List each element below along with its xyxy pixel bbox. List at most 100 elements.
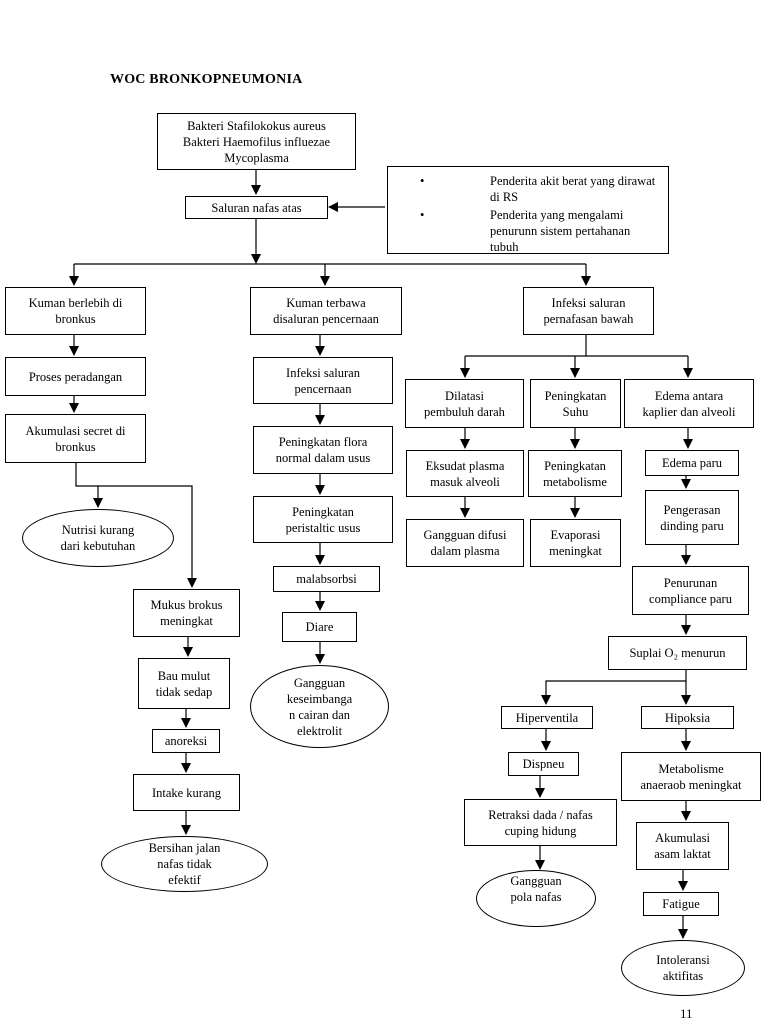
node-label: metabolisme: [543, 474, 607, 489]
node-label: Kuman berlebih di: [28, 296, 123, 310]
node-label: pembuluh darah: [424, 404, 505, 419]
node-akumulasi-laktat: Akumulasi asam laktat: [636, 822, 729, 870]
node-label: Retraksi dada / nafas: [488, 807, 593, 822]
risk-factor-text: Penderita yang mengalami penurunn sistem…: [490, 208, 631, 254]
node-label: Proses peradangan: [28, 369, 123, 384]
node-label: normal dalam usus: [275, 451, 371, 465]
node-label: pernafasan bawah: [543, 312, 634, 326]
node-penurunan-compliance: Penurunan compliance paru: [632, 566, 749, 615]
node-label: malabsorbsi: [296, 572, 357, 586]
node-infeksi-pencernaan: Infeksi saluran pencernaan: [253, 357, 393, 404]
node-anoreksi: anoreksi: [152, 729, 220, 753]
node-label: masuk alveoli: [430, 474, 500, 489]
node-dilatasi-pembuluh: Dilatasi pembuluh darah: [405, 379, 524, 428]
node-label: Gangguan difusi: [423, 528, 507, 542]
node-label: Mukus brokus: [150, 598, 223, 612]
node-label: Akumulasi: [655, 831, 710, 845]
document-title: WOC BRONKOPNEUMONIA: [110, 72, 303, 87]
node-label: bronkus: [55, 439, 96, 454]
node-label: Diare: [305, 620, 334, 634]
node-fatigue: Fatigue: [643, 892, 719, 916]
node-peningkatan-suhu: Peningkatan Suhu: [530, 379, 621, 428]
node-gangguan-difusi: Gangguan difusi dalam plasma: [406, 519, 524, 567]
node-peristaltik-usus: Peningkatan peristaltic usus: [253, 496, 393, 543]
node-label: pola nafas: [510, 890, 562, 904]
node-saluran-nafas-atas: Saluran nafas atas: [185, 196, 328, 219]
node-label: efektif: [168, 873, 201, 887]
cause-staphylococcus: Bakteri Stafilokokus aureus: [187, 118, 326, 133]
node-label: Peningkatan flora: [278, 435, 368, 449]
node-label: nafas tidak: [157, 857, 212, 871]
node-bau-mulut: Bau mulut tidak sedap: [138, 658, 230, 709]
node-proses-peradangan: Proses peradangan: [5, 357, 146, 396]
node-label: bronkus: [55, 312, 96, 326]
node-peningkatan-metabolisme: Peningkatan metabolisme: [528, 450, 622, 497]
node-label: Infeksi saluran: [286, 365, 360, 380]
node-label: anoreksi: [164, 734, 208, 748]
risk-factor-item: • Penderita yang mengalami penurunn siste…: [420, 207, 658, 254]
diagnosis-intoleransi-aktifitas: Intoleransi aktifitas: [621, 940, 745, 996]
node-label: Hiperventila: [515, 710, 579, 725]
node-label: Akumulasi secret di: [25, 423, 126, 438]
node-label: Edema antara: [654, 388, 724, 403]
node-label: pencernaan: [294, 381, 352, 396]
node-label: Peningkatan: [544, 388, 607, 403]
node-label: kaplier dan alveoli: [642, 404, 736, 419]
node-label: Suhu: [562, 404, 589, 419]
node-eksudat-plasma: Eksudat plasma masuk alveoli: [406, 450, 524, 497]
risk-factor-item: •Penderita akit berat yang dirawat di RS: [420, 173, 658, 205]
node-label: elektrolit: [296, 723, 343, 738]
diagnosis-nutrisi-kurang: Nutrisi kurang dari kebutuhan: [22, 509, 174, 567]
node-label: Intake kurang: [151, 785, 222, 800]
node-label: Infeksi saluran: [551, 296, 626, 310]
node-label: Intoleransi: [656, 953, 710, 967]
risk-factors-note: •Penderita akit berat yang dirawat di RS…: [387, 166, 669, 254]
node-label: Pengerasan: [663, 502, 721, 517]
node-label: Bau mulut: [157, 668, 211, 683]
node-label: Bersihan jalan: [148, 841, 221, 855]
node-evaporasi: Evaporasi meningkat: [530, 519, 621, 567]
node-label: Eksudat plasma: [425, 458, 505, 473]
node-label: aktifitas: [662, 969, 704, 983]
node-dispneu: Dispneu: [508, 752, 579, 776]
node-edema-alveoli: Edema antara kaplier dan alveoli: [624, 379, 754, 428]
node-label: disaluran pencernaan: [273, 312, 379, 326]
node-label: dari kebutuhan: [60, 539, 136, 553]
node-label: Edema paru: [661, 456, 723, 470]
bullet-icon: •: [420, 208, 425, 222]
node-label: Kuman terbawa: [286, 296, 366, 310]
page-number: 11: [680, 1006, 693, 1021]
node-label: cuping hidung: [504, 823, 577, 838]
node-kuman-bronkus: Kuman berlebih di bronkus: [5, 287, 146, 335]
node-malabsorbsi: malabsorbsi: [273, 566, 380, 592]
node-label: Hipoksia: [664, 710, 711, 725]
diagnosis-bersihan-jalan-nafas: Bersihan jalan nafas tidak efektif: [101, 836, 268, 892]
node-label: tidak sedap: [155, 684, 213, 699]
diagnosis-pola-nafas: Gangguan pola nafas: [476, 870, 596, 927]
node-intake-kurang: Intake kurang: [133, 774, 240, 811]
node-retraksi-dada: Retraksi dada / nafas cuping hidung: [464, 799, 617, 846]
node-metabolisme-anaerob: Metabolisme anaeraob meningkat: [621, 752, 761, 801]
node-label: n cairan dan: [288, 707, 351, 722]
node-label: Gangguan: [510, 874, 562, 888]
node-label: Peningkatan: [292, 504, 354, 519]
node-diare: Diare: [282, 612, 357, 642]
node-kuman-pencernaan: Kuman terbawa disaluran pencernaan: [250, 287, 402, 335]
node-label: Nutrisi kurang: [61, 523, 135, 537]
node-hipoksia: Hipoksia: [641, 706, 734, 729]
node-peningkatan-flora: Peningkatan flora normal dalam usus: [253, 426, 393, 474]
node-label: dalam plasma: [430, 544, 500, 558]
node-edema-paru: Edema paru: [645, 450, 739, 476]
node-label: Dispneu: [522, 757, 565, 771]
node-pengerasan-dinding: Pengerasan dinding paru: [645, 490, 739, 545]
node-label: keseimbanga: [286, 691, 353, 706]
node-label: Suplai O₂ menurun: [629, 646, 726, 660]
node-label: peristaltic usus: [285, 520, 361, 535]
cause-haemophilus: Bakteri Haemofilus influezae: [182, 134, 331, 149]
node-label: Fatigue: [662, 897, 700, 911]
node-causes: Bakteri Stafilokokus aureus Bakteri Haem…: [157, 113, 356, 170]
bullet-icon: •: [420, 174, 425, 188]
node-akumulasi-secret: Akumulasi secret di bronkus: [5, 414, 146, 463]
node-label: Gangguan: [293, 675, 346, 690]
